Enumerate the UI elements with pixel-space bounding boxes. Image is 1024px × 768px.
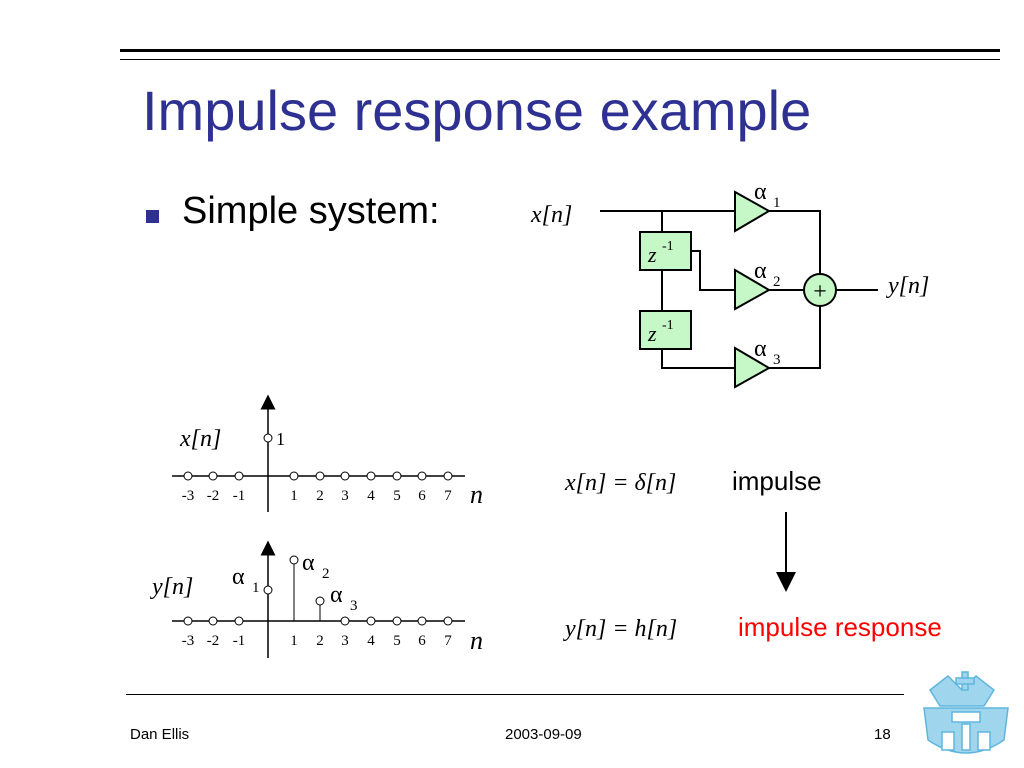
y-axis-label: n	[470, 626, 483, 655]
x-tick-label: 2	[316, 488, 324, 504]
zero-sample-circle	[392, 616, 402, 626]
adder-symbol: +	[813, 279, 827, 305]
zero-sample-circle	[340, 616, 350, 626]
x-axis-label: n	[470, 480, 483, 509]
header-rule	[120, 49, 1000, 52]
zero-sample-circle	[443, 616, 453, 626]
gain-label-1: α	[754, 179, 767, 205]
zero-sample-circle	[417, 471, 427, 481]
footer-rule	[126, 694, 904, 695]
gain-triangle-2	[734, 268, 772, 311]
y-value-sub-2: 2	[322, 566, 330, 582]
y-tick-label: 2	[316, 633, 324, 649]
input-note: impulse	[732, 466, 822, 496]
gain-sub-1: 1	[773, 195, 781, 211]
zero-sample-circle	[443, 471, 453, 481]
x-tick-label: -2	[207, 488, 220, 504]
y-tick-label: 1	[290, 633, 298, 649]
y-tick-label: 5	[393, 633, 401, 649]
footer-author: Dan Ellis	[130, 726, 190, 743]
y-value-label-1: α	[232, 564, 245, 590]
x-tick-label: -3	[182, 488, 195, 504]
output-label: y[n]	[886, 273, 929, 299]
gain-triangle-3	[734, 346, 772, 389]
x-tick-label: 1	[290, 488, 298, 504]
gain-sub-3: 3	[773, 352, 781, 368]
zero-sample-circle	[315, 471, 325, 481]
zero-sample-circle	[340, 471, 350, 481]
equations: x[n] = δ[n] impulse y[n] = h[n] impulse …	[563, 466, 942, 642]
zero-sample-circle	[366, 471, 376, 481]
x-plot-label: x[n]	[179, 426, 221, 452]
zero-sample-circle	[289, 471, 299, 481]
x-tick-label: 6	[418, 488, 426, 504]
zero-sample-circle	[366, 616, 376, 626]
delay-exp-2: -1	[662, 318, 674, 333]
zero-sample-circle	[417, 616, 427, 626]
delay-block-2	[639, 310, 692, 350]
y-plot-label: y[n]	[150, 574, 193, 600]
x-tick-label: 5	[393, 488, 401, 504]
stem-x-0	[263, 433, 273, 443]
gain-label-2: α	[754, 258, 767, 284]
delay-exp-1: -1	[662, 239, 674, 254]
zero-sample-circle	[234, 471, 244, 481]
gain-sub-2: 2	[773, 274, 781, 290]
y-tick-label: -2	[207, 633, 220, 649]
y-value-label-2: α	[302, 550, 315, 576]
y-tick-label: 6	[418, 633, 426, 649]
zero-sample-circle	[208, 471, 218, 481]
y-value-label-3: α	[330, 582, 343, 608]
y-tick-label: 4	[367, 633, 375, 649]
gain-label-3: α	[754, 336, 767, 362]
y-tick-label: -1	[233, 633, 246, 649]
stem-y-1	[289, 555, 299, 565]
output-equation: y[n] = h[n]	[563, 616, 677, 642]
bullet-text: Simple system:	[182, 190, 440, 232]
page-title: Impulse response example	[142, 79, 812, 142]
bullet-square-icon	[146, 210, 159, 223]
y-value-sub-3: 3	[350, 598, 358, 614]
output-note: impulse response	[738, 612, 942, 642]
footer-page-number: 18	[874, 726, 891, 743]
crest-logo-icon	[923, 671, 1009, 754]
stem-y-2	[315, 596, 325, 606]
x-tick-label: 3	[341, 488, 349, 504]
zero-sample-circle	[234, 616, 244, 626]
block-diagram: x[n] z -1 z -1 α 1 α 2 α 3 + y[n]	[530, 179, 929, 389]
input-equation: x[n] = δ[n]	[564, 470, 676, 496]
delay-label-2: z	[647, 321, 657, 346]
x-tick-label: -1	[233, 488, 246, 504]
y-tick-label: -3	[182, 633, 195, 649]
y-tick-label: 3	[341, 633, 349, 649]
x-tick-label: 7	[444, 488, 452, 504]
x-value-label: 1	[276, 429, 285, 449]
y-tick-label: 7	[444, 633, 452, 649]
zero-sample-circle	[183, 471, 193, 481]
stem-plot-y: α 1 α 2 α 3 y[n] -3 -2 -1 1 2 3 4 5 6 7 …	[150, 540, 483, 658]
delay-label-1: z	[647, 242, 657, 267]
stem-plot-x: 1 x[n] -3 -2 -1 1 2 3 4 5 6 7 n	[172, 394, 483, 512]
zero-sample-circle	[208, 616, 218, 626]
y-value-sub-1: 1	[252, 580, 260, 596]
input-label: x[n]	[530, 202, 572, 228]
stem-y-0	[263, 585, 273, 595]
x-tick-label: 4	[367, 488, 375, 504]
header-rule-thin	[120, 59, 1000, 60]
zero-sample-circle	[392, 471, 402, 481]
zero-sample-circle	[183, 616, 193, 626]
footer-date: 2003-09-09	[505, 726, 582, 743]
gain-triangle-1	[734, 190, 772, 233]
